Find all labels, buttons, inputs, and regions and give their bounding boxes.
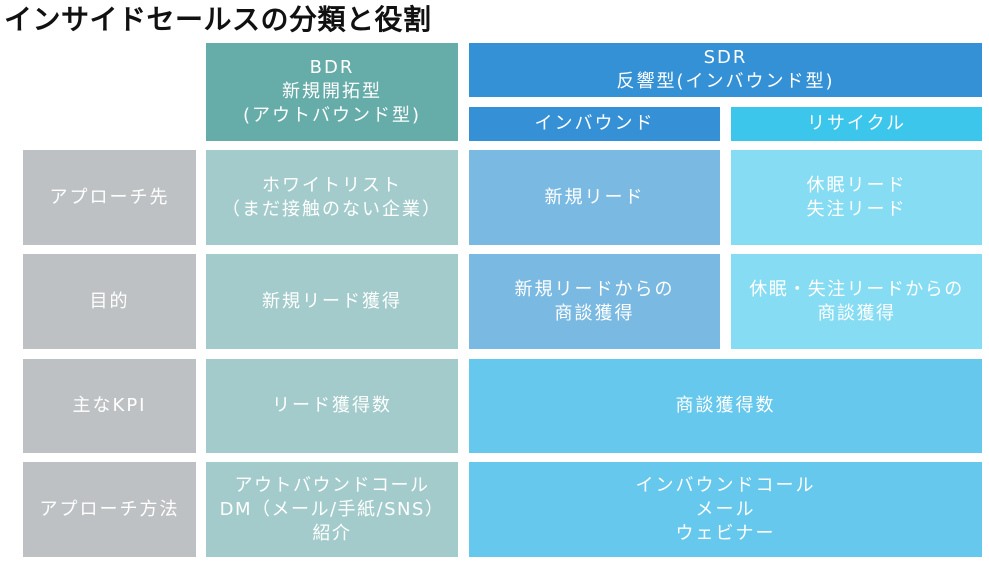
sdr-cell-approach-method: インバウンドコール メール ウェビナー: [469, 462, 982, 557]
bdr-header: BDR 新規開拓型 (アウトバウンド型): [206, 43, 458, 141]
inbound-cell-purpose: 新規リードからの 商談獲得: [469, 254, 720, 349]
recycle-cell-approach-target: 休眠リード 失注リード: [731, 150, 982, 245]
cell-line: 新規リードからの: [514, 278, 675, 300]
cell-line: メール: [695, 498, 756, 520]
sdr-header-line: 反響型(インバウンド型): [616, 71, 835, 92]
row-label-approach-target: アプローチ先: [23, 150, 196, 245]
row-label-text: 主なKPI: [72, 395, 147, 416]
inbound-cell-approach-target: 新規リード: [469, 150, 720, 245]
row-label-text: 目的: [89, 290, 130, 312]
recycle-subheader: リサイクル: [731, 107, 982, 141]
recycle-cell-purpose: 休眠・失注リードからの 商談獲得: [731, 254, 982, 349]
cell-line: 商談獲得: [817, 302, 896, 324]
bdr-cell-approach-method: アウトバウンドコール DM（メール/手紙/SNS） 紹介: [206, 462, 458, 557]
cell-line: 失注リード: [806, 198, 907, 220]
inbound-subheader: インバウンド: [469, 107, 720, 141]
row-label-text: アプローチ方法: [39, 498, 180, 520]
cell-line: アウトバウンドコール: [234, 474, 430, 496]
cell-line: 新規リード: [544, 186, 645, 208]
cell-line: （まだ接触のない企業）: [222, 198, 442, 220]
cell-line: 新規リード獲得: [262, 290, 402, 312]
bdr-cell-approach-target: ホワイトリスト （まだ接触のない企業）: [206, 150, 458, 245]
row-label-approach-method: アプローチ方法: [23, 462, 196, 557]
sdr-header: SDR 反響型(インバウンド型): [469, 43, 982, 97]
bdr-header-line: 新規開拓型: [282, 81, 382, 102]
sdr-header-line: SDR: [703, 47, 748, 68]
bdr-cell-purpose: 新規リード獲得: [206, 254, 458, 349]
recycle-subheader-label: リサイクル: [806, 113, 907, 134]
sdr-cell-kpi: 商談獲得数: [469, 359, 982, 453]
cell-line: インバウンドコール: [635, 474, 816, 496]
cell-line: 商談獲得: [554, 302, 635, 324]
cell-line: DM（メール/手紙/SNS）: [219, 498, 445, 520]
row-label-purpose: 目的: [23, 254, 196, 349]
row-label-kpi: 主なKPI: [23, 359, 196, 453]
cell-line: 紹介: [312, 522, 352, 544]
page-title: インサイドセールスの分類と役割: [4, 3, 432, 36]
row-label-text: アプローチ先: [49, 186, 170, 208]
cell-line: リード獲得数: [272, 395, 392, 416]
cell-line: 休眠リード: [806, 174, 907, 196]
cell-line: 休眠・失注リードからの: [749, 278, 964, 300]
inbound-subheader-label: インバウンド: [534, 113, 655, 134]
cell-line: 商談獲得数: [675, 395, 776, 416]
cell-line: ホワイトリスト: [262, 174, 402, 196]
bdr-header-line: (アウトバウンド型): [242, 105, 422, 126]
cell-line: ウェビナー: [675, 522, 776, 544]
bdr-header-line: BDR: [309, 57, 355, 78]
bdr-cell-kpi: リード獲得数: [206, 359, 458, 453]
